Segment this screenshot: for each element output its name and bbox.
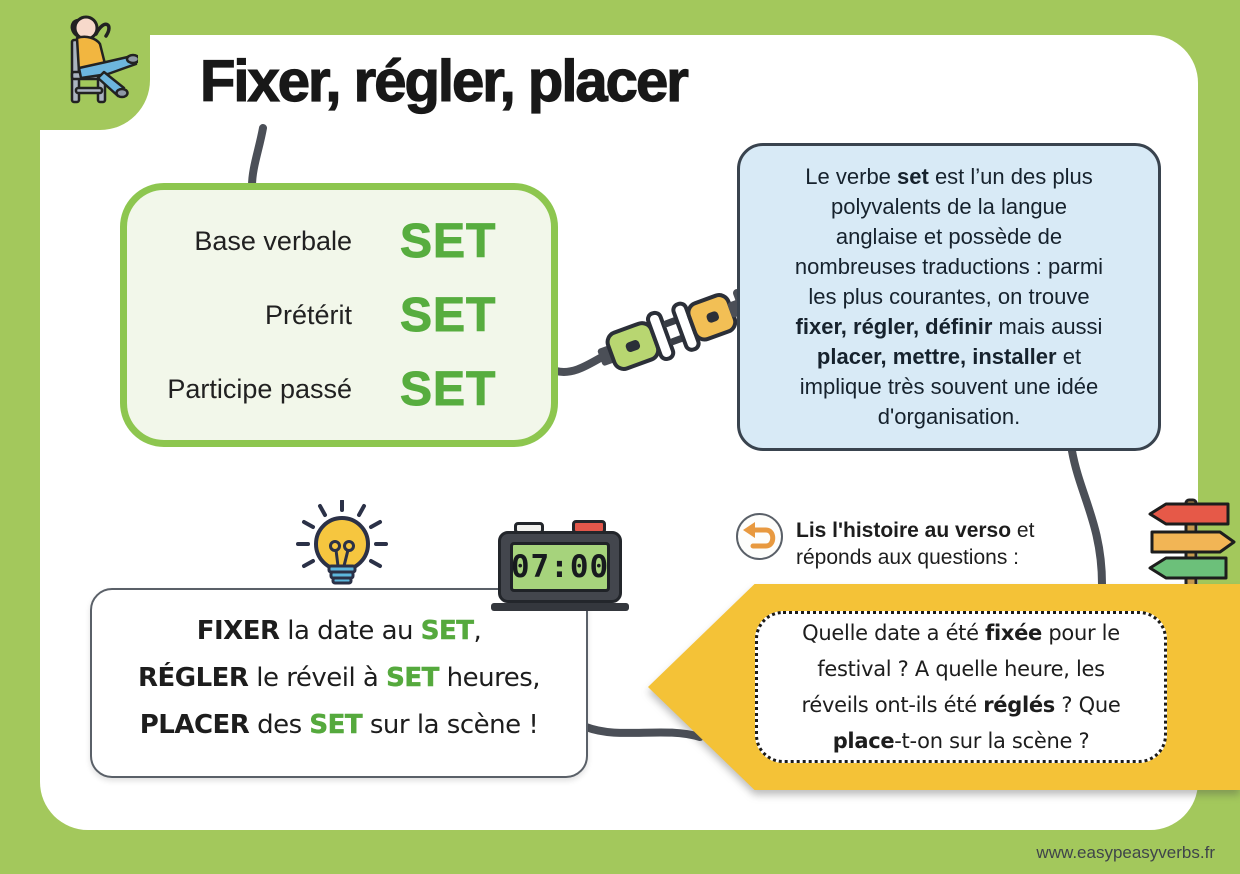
clock-screen: 07:00 <box>510 542 610 592</box>
signpost-icon <box>1148 498 1236 622</box>
verb-row-participle: Participe passé SET <box>127 362 551 417</box>
question-banner: Quelle date a été fixée pour le festival… <box>648 584 1240 790</box>
intro-line: placer, mettre, installer et <box>816 344 1082 369</box>
verb-form-value: SET <box>400 214 497 268</box>
question-line: festival ? A quelle heure, les <box>817 657 1105 681</box>
intro-line: fixer, régler, définir mais aussi <box>795 314 1103 339</box>
relaxing-person-icon <box>70 15 138 104</box>
clock-body: 07:00 <box>498 531 622 603</box>
instruction-text: Lis l'histoire au verso et réponds aux q… <box>796 517 1066 571</box>
verb-form-label: Participe passé <box>167 373 352 404</box>
instruction-line: Lis l'histoire au verso et <box>796 519 1035 542</box>
undo-arrow-icon <box>736 513 783 560</box>
example-line: RÉGLER le réveil à SET heures, <box>137 663 541 694</box>
verb-form-value: SET <box>400 362 497 416</box>
alarm-clock-icon: 07:00 <box>491 520 629 613</box>
lightbulb-icon <box>296 500 388 585</box>
examples-box: FIXER la date au SET, RÉGLER le réveil à… <box>90 588 588 778</box>
verb-row-preterit: Prétérit SET <box>127 288 551 343</box>
intro-line: polyvalents de la langue <box>830 194 1068 219</box>
clock-base <box>491 603 629 611</box>
example-line: PLACER des SET sur la scène ! <box>139 710 539 741</box>
intro-line: les plus courantes, on trouve <box>808 284 1090 309</box>
intro-line: nombreuses traductions : parmi <box>794 254 1104 279</box>
question-line: Quelle date a été fixée pour le <box>802 621 1120 645</box>
question-line: place-t-on sur la scène ? <box>832 729 1090 753</box>
question-line: réveils ont-ils été réglés ? Que <box>801 693 1121 717</box>
intro-line: implique très souvent une idée <box>799 374 1099 399</box>
verb-form-value: SET <box>400 288 497 342</box>
intro-line: d'organisation. <box>877 404 1021 429</box>
example-line: FIXER la date au SET, <box>196 616 482 647</box>
footer-url: www.easypeasyverbs.fr <box>1036 843 1215 862</box>
verb-row-base: Base verbale SET <box>127 214 551 269</box>
clock-time: 07:00 <box>510 549 610 585</box>
page-title: Fixer, régler, placer <box>199 48 689 114</box>
instruction-line: réponds aux questions : <box>796 546 1019 569</box>
intro-line: anglaise et possède de <box>835 224 1063 249</box>
verb-form-label: Base verbale <box>194 225 352 256</box>
intro-bubble: Le verbe set est l’un des plus polyvalen… <box>737 143 1161 451</box>
intro-line: Le verbe set est l’un des plus <box>805 164 1093 189</box>
question-box: Quelle date a été fixée pour le festival… <box>755 611 1167 763</box>
verb-form-label: Prétérit <box>264 299 352 330</box>
verb-forms-box: Base verbale SET Prétérit SET Participe … <box>120 183 558 447</box>
